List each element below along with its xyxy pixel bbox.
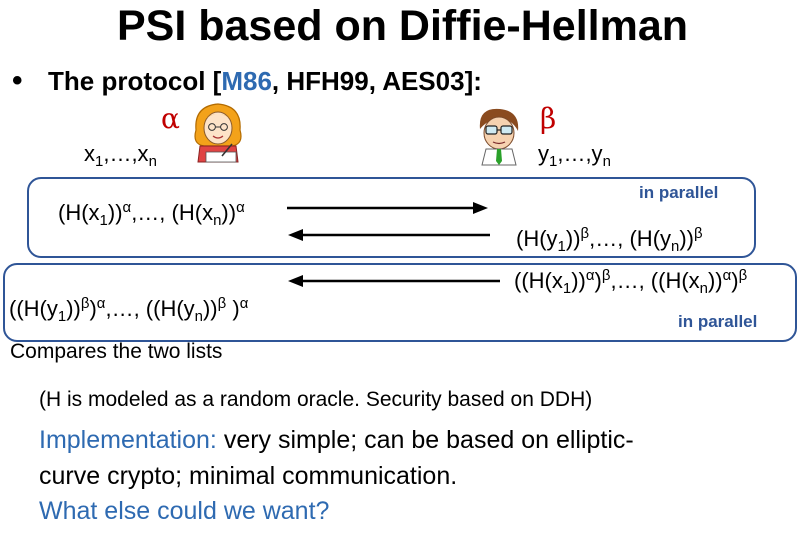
- left-arrowhead-icon: [288, 229, 303, 241]
- x-var: x: [84, 141, 95, 166]
- implementation-line1: Implementation: very simple; can be base…: [39, 426, 634, 455]
- implementation-line2: curve crypto; minimal communication.: [39, 462, 458, 490]
- round2-in-parallel: in parallel: [678, 312, 758, 331]
- round1-box: [27, 177, 756, 258]
- beta-label: β: [540, 102, 557, 135]
- left-arrowhead-icon: [288, 275, 303, 287]
- round1-alice-message: (H(x1))α,…, (H(xn))α: [58, 198, 245, 230]
- y-sub-n: n: [602, 153, 611, 171]
- x-mid: ,…,x: [103, 141, 149, 166]
- ref-m86: M86: [221, 66, 272, 96]
- protocol-bullet: The protocol [M86, HFH99, AES03]:: [48, 66, 482, 97]
- y-sub-1: 1: [549, 153, 558, 171]
- compare-text: Compares the two lists: [10, 340, 223, 363]
- round2-arrow: [288, 275, 500, 287]
- round2-box: [3, 263, 797, 342]
- x-sub-n: n: [148, 153, 157, 171]
- implementation-text1: very simple; can be based on elliptic-: [216, 426, 634, 454]
- note-text: (H is modeled as a random oracle. Securi…: [39, 388, 593, 411]
- bullet-dot: •: [12, 64, 23, 97]
- man-with-glasses-icon: [466, 103, 530, 172]
- y-mid: ,…,y: [557, 141, 603, 166]
- woman-writing-icon: [186, 100, 250, 169]
- alpha-label: α: [161, 102, 180, 135]
- right-arrowhead-icon: [473, 202, 488, 214]
- question-text: What else could we want?: [39, 497, 330, 525]
- round1-bob-message: (H(y1))β,…, (H(yn))β: [516, 224, 703, 256]
- refs-rest: , HFH99, AES03]:: [271, 66, 482, 96]
- page-title: PSI based on Diffie-Hellman: [116, 2, 689, 50]
- implementation-label: Implementation:: [39, 426, 217, 454]
- bob-set: y1,…,yn: [538, 141, 611, 171]
- round2-bob-message: ((H(x1))α)β,…, ((H(xn))α)β: [514, 266, 748, 298]
- round1-in-parallel: in parallel: [639, 183, 719, 202]
- round1-arrows: [287, 202, 490, 241]
- bullet-text: The protocol [: [48, 66, 222, 96]
- alice-set: x1,…,xn: [84, 141, 157, 171]
- x-sub-1: 1: [95, 153, 104, 171]
- y-var: y: [538, 141, 549, 166]
- round2-alice-message: ((H(y1))β)α,…, ((H(yn))β )α: [9, 294, 249, 326]
